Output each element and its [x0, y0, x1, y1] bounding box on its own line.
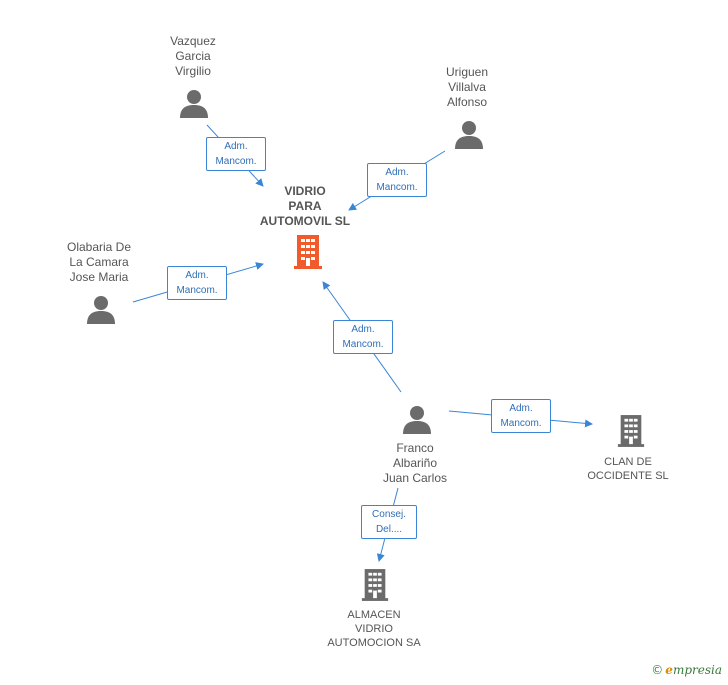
person-olabaria-line-2: La Camara [69, 255, 129, 269]
company-almacen-line-1: ALMACEN [347, 609, 401, 621]
relation-franco-main[interactable]: Adm. Mancom. [333, 320, 393, 354]
person-vazquez-icon[interactable] [179, 88, 209, 118]
relation-role-line-2: Mancom. [215, 156, 257, 167]
person-uriguen-line-1: Uriguen [445, 65, 489, 79]
main-company-label[interactable]: VIDRIO PARA AUTOMOVIL SL [260, 184, 350, 229]
empresia-brand: ©empresia [651, 663, 722, 677]
company-almacen-line-2: VIDRIO [355, 623, 393, 635]
company-almacen-label[interactable]: ALMACEN VIDRIO AUTOMOCION SA [327, 608, 420, 650]
relation-role-line-1: Adm. [351, 324, 375, 335]
relation-role-line-2: Mancom. [176, 285, 218, 296]
relation-role-line-1: Adm. [385, 167, 409, 178]
person-franco-line-2: Albariño [392, 456, 438, 470]
relation-vazquez-main[interactable]: Adm. Mancom. [206, 137, 266, 171]
person-uriguen-icon[interactable] [454, 119, 484, 149]
relation-role-line-2: Del.... [375, 524, 403, 535]
company-almacen-building-icon[interactable] [360, 567, 390, 603]
relation-olabaria-main[interactable]: Adm. Mancom. [167, 266, 227, 300]
person-vazquez-label[interactable]: Vazquez Garcia Virgilio [170, 34, 216, 79]
main-company-name-line-2: PARA [288, 199, 322, 213]
person-olabaria-line-3: Jose Maria [69, 270, 129, 284]
relation-role-line-2: Mancom. [500, 418, 542, 429]
company-clan-building-icon[interactable] [616, 413, 646, 449]
relation-role-line-2: Mancom. [342, 339, 384, 350]
company-clan-line-2: OCCIDENTE SL [587, 470, 669, 482]
brand-name: mpresia [672, 663, 722, 677]
person-vazquez-line-1: Vazquez [170, 34, 216, 48]
person-vazquez-line-3: Virgilio [175, 64, 211, 78]
brand-initial: e [665, 663, 673, 677]
copyright-symbol: © [651, 663, 664, 677]
relation-role-line-1: Adm. [509, 403, 533, 414]
main-company-name-line-1: VIDRIO [284, 184, 326, 198]
person-franco-line-1: Franco [396, 441, 434, 455]
relation-role-line-1: Consej. [372, 509, 406, 520]
relation-role-line-2: Mancom. [376, 182, 418, 193]
person-franco-label[interactable]: Franco Albariño Juan Carlos [383, 441, 447, 486]
person-vazquez-line-2: Garcia [175, 49, 211, 63]
relation-franco-clan[interactable]: Adm. Mancom. [491, 399, 551, 433]
relation-role-line-1: Adm. [185, 270, 209, 281]
relation-uriguen-main[interactable]: Adm. Mancom. [367, 163, 427, 197]
company-clan-line-1: CLAN DE [604, 456, 652, 468]
person-uriguen-label[interactable]: Uriguen Villalva Alfonso [446, 65, 488, 110]
main-company-name-line-3: AUTOMOVIL SL [259, 214, 351, 228]
person-franco-line-3: Juan Carlos [382, 471, 448, 485]
person-olabaria-line-1: Olabaria De [66, 240, 132, 254]
company-almacen-line-3: AUTOMOCION SA [327, 637, 421, 649]
person-franco-icon[interactable] [402, 404, 432, 434]
relation-franco-almacen[interactable]: Consej. Del.... [361, 505, 417, 539]
relation-role-line-1: Adm. [224, 141, 248, 152]
person-olabaria-icon[interactable] [86, 294, 116, 324]
company-clan-label[interactable]: CLAN DE OCCIDENTE SL [587, 455, 668, 483]
main-company-building-icon[interactable] [292, 234, 324, 270]
person-uriguen-line-3: Alfonso [446, 95, 488, 109]
person-uriguen-line-2: Villalva [448, 80, 486, 94]
person-olabaria-label[interactable]: Olabaria De La Camara Jose Maria [67, 240, 131, 285]
